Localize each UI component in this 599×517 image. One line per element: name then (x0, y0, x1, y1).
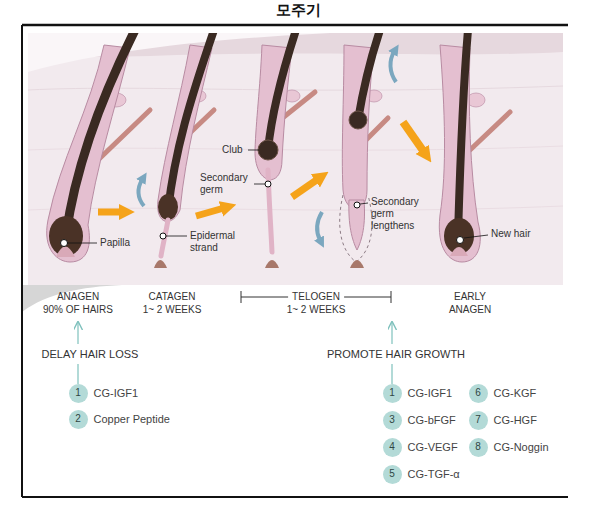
title: 모주기 (276, 1, 321, 20)
stage-name: ANAGEN (449, 304, 491, 316)
pointer-stem (391, 364, 392, 384)
leader-line (464, 235, 488, 238)
effect-heading: PROMOTE HAIR GROWTH (327, 348, 465, 361)
callout-number: 3 (389, 414, 395, 426)
callout-circle: 3CG-bFGF (383, 411, 402, 430)
period-bracket (241, 291, 242, 303)
callout-number: 5 (389, 468, 395, 480)
movement-arrow (317, 212, 322, 240)
pointer-stem (77, 364, 78, 384)
muscle (366, 118, 388, 140)
ingredient-label: CG-TGF-α (408, 468, 460, 481)
ingredient-label: CG-bFGF (408, 414, 456, 427)
dermal-papilla (350, 260, 364, 268)
stage-note: 90% OF HAIRS (43, 304, 113, 316)
ingredient-label: CG-HGF (494, 414, 537, 427)
ingredient-label: Copper Peptide (94, 413, 170, 426)
pointer-dot (457, 237, 464, 244)
club-hair (258, 140, 278, 160)
frame-border (22, 496, 568, 498)
callout-circle: 1CG-IGF1 (383, 384, 402, 403)
leader-line (248, 150, 259, 151)
hair-shaft (268, 33, 296, 150)
stage-name: TELOGEN (288, 291, 344, 303)
stage-arrow (292, 179, 318, 197)
stage-arrow (98, 209, 122, 216)
leader-line (166, 236, 187, 237)
movement-arrow (390, 52, 396, 82)
stage-name: ANAGEN (57, 291, 99, 303)
dermal-papilla (450, 247, 468, 256)
part-label: Club (222, 144, 243, 156)
leader-line (67, 243, 97, 244)
pointer-arrow (77, 322, 78, 344)
epidermal-strand (161, 220, 168, 256)
period-bracket (391, 291, 392, 303)
callout-circle: 5CG-TGF-α (383, 465, 402, 484)
hair-shaft (66, 33, 135, 235)
stage-name: EARLY (454, 291, 486, 303)
callout-circle: 6CG-KGF (469, 384, 488, 403)
callout-circle: 2Copper Peptide (69, 410, 88, 429)
ingredient-label: CG-VEGF (408, 441, 458, 454)
pointer-dot (265, 181, 271, 187)
callout-number: 2 (75, 413, 81, 425)
stage-arrow (196, 208, 224, 216)
pointer-dot (61, 240, 68, 247)
callout-number: 8 (475, 441, 481, 453)
stage-duration: 1~ 2 WEEKS (143, 304, 202, 316)
leader-line (254, 184, 265, 185)
dermal-papilla (154, 260, 167, 268)
pointer-dot (160, 233, 166, 239)
part-label: New hair (491, 228, 530, 240)
callout-number: 6 (475, 387, 481, 399)
dashed-outline (340, 195, 372, 262)
callout-number: 4 (389, 441, 395, 453)
effect-heading: DELAY HAIR LOSS (42, 348, 139, 361)
hair-shaft (358, 33, 380, 120)
club-hair (349, 111, 367, 129)
hair-bulb (49, 216, 83, 256)
part-label: Secondary germ lengthens (371, 196, 431, 232)
stage-arrow (403, 122, 424, 152)
frame-border (22, 24, 568, 27)
callout-circle: 8CG-Noggin (469, 438, 488, 457)
hair-bulb (158, 194, 178, 220)
callout-circle: 7CG-HGF (469, 411, 488, 430)
secondary-germ (349, 200, 365, 250)
dermis-ground (28, 33, 563, 285)
stage-duration: 1~ 2 WEEKS (287, 304, 346, 316)
part-label: Secondary germ (200, 172, 252, 196)
hair-shaft (168, 33, 214, 210)
ingredient-label: CG-IGF1 (408, 387, 453, 400)
hair-shaft (458, 33, 468, 235)
pointer-dot (354, 202, 360, 208)
ingredient-label: CG-IGF1 (94, 387, 139, 400)
callout-circle: 1CG-IGF1 (69, 384, 88, 403)
callout-circle: 4CG-VEGF (383, 438, 402, 457)
leader-line (360, 203, 368, 204)
callout-number: 1 (75, 387, 81, 399)
movement-arrow (138, 180, 144, 206)
illustration (28, 33, 563, 285)
part-label: Papilla (100, 237, 130, 249)
callout-number: 1 (389, 387, 395, 399)
frame-border (21, 25, 23, 497)
callout-number: 7 (475, 414, 481, 426)
stage-name: CATAGEN (149, 291, 196, 303)
ingredient-label: CG-Noggin (494, 441, 549, 454)
part-label: Epidermal strand (190, 230, 248, 254)
dermal-papilla (265, 260, 279, 268)
pointer-arrow (391, 322, 392, 344)
dermal-papilla (56, 247, 75, 258)
ingredient-label: CG-KGF (494, 387, 537, 400)
muscle (470, 112, 510, 150)
